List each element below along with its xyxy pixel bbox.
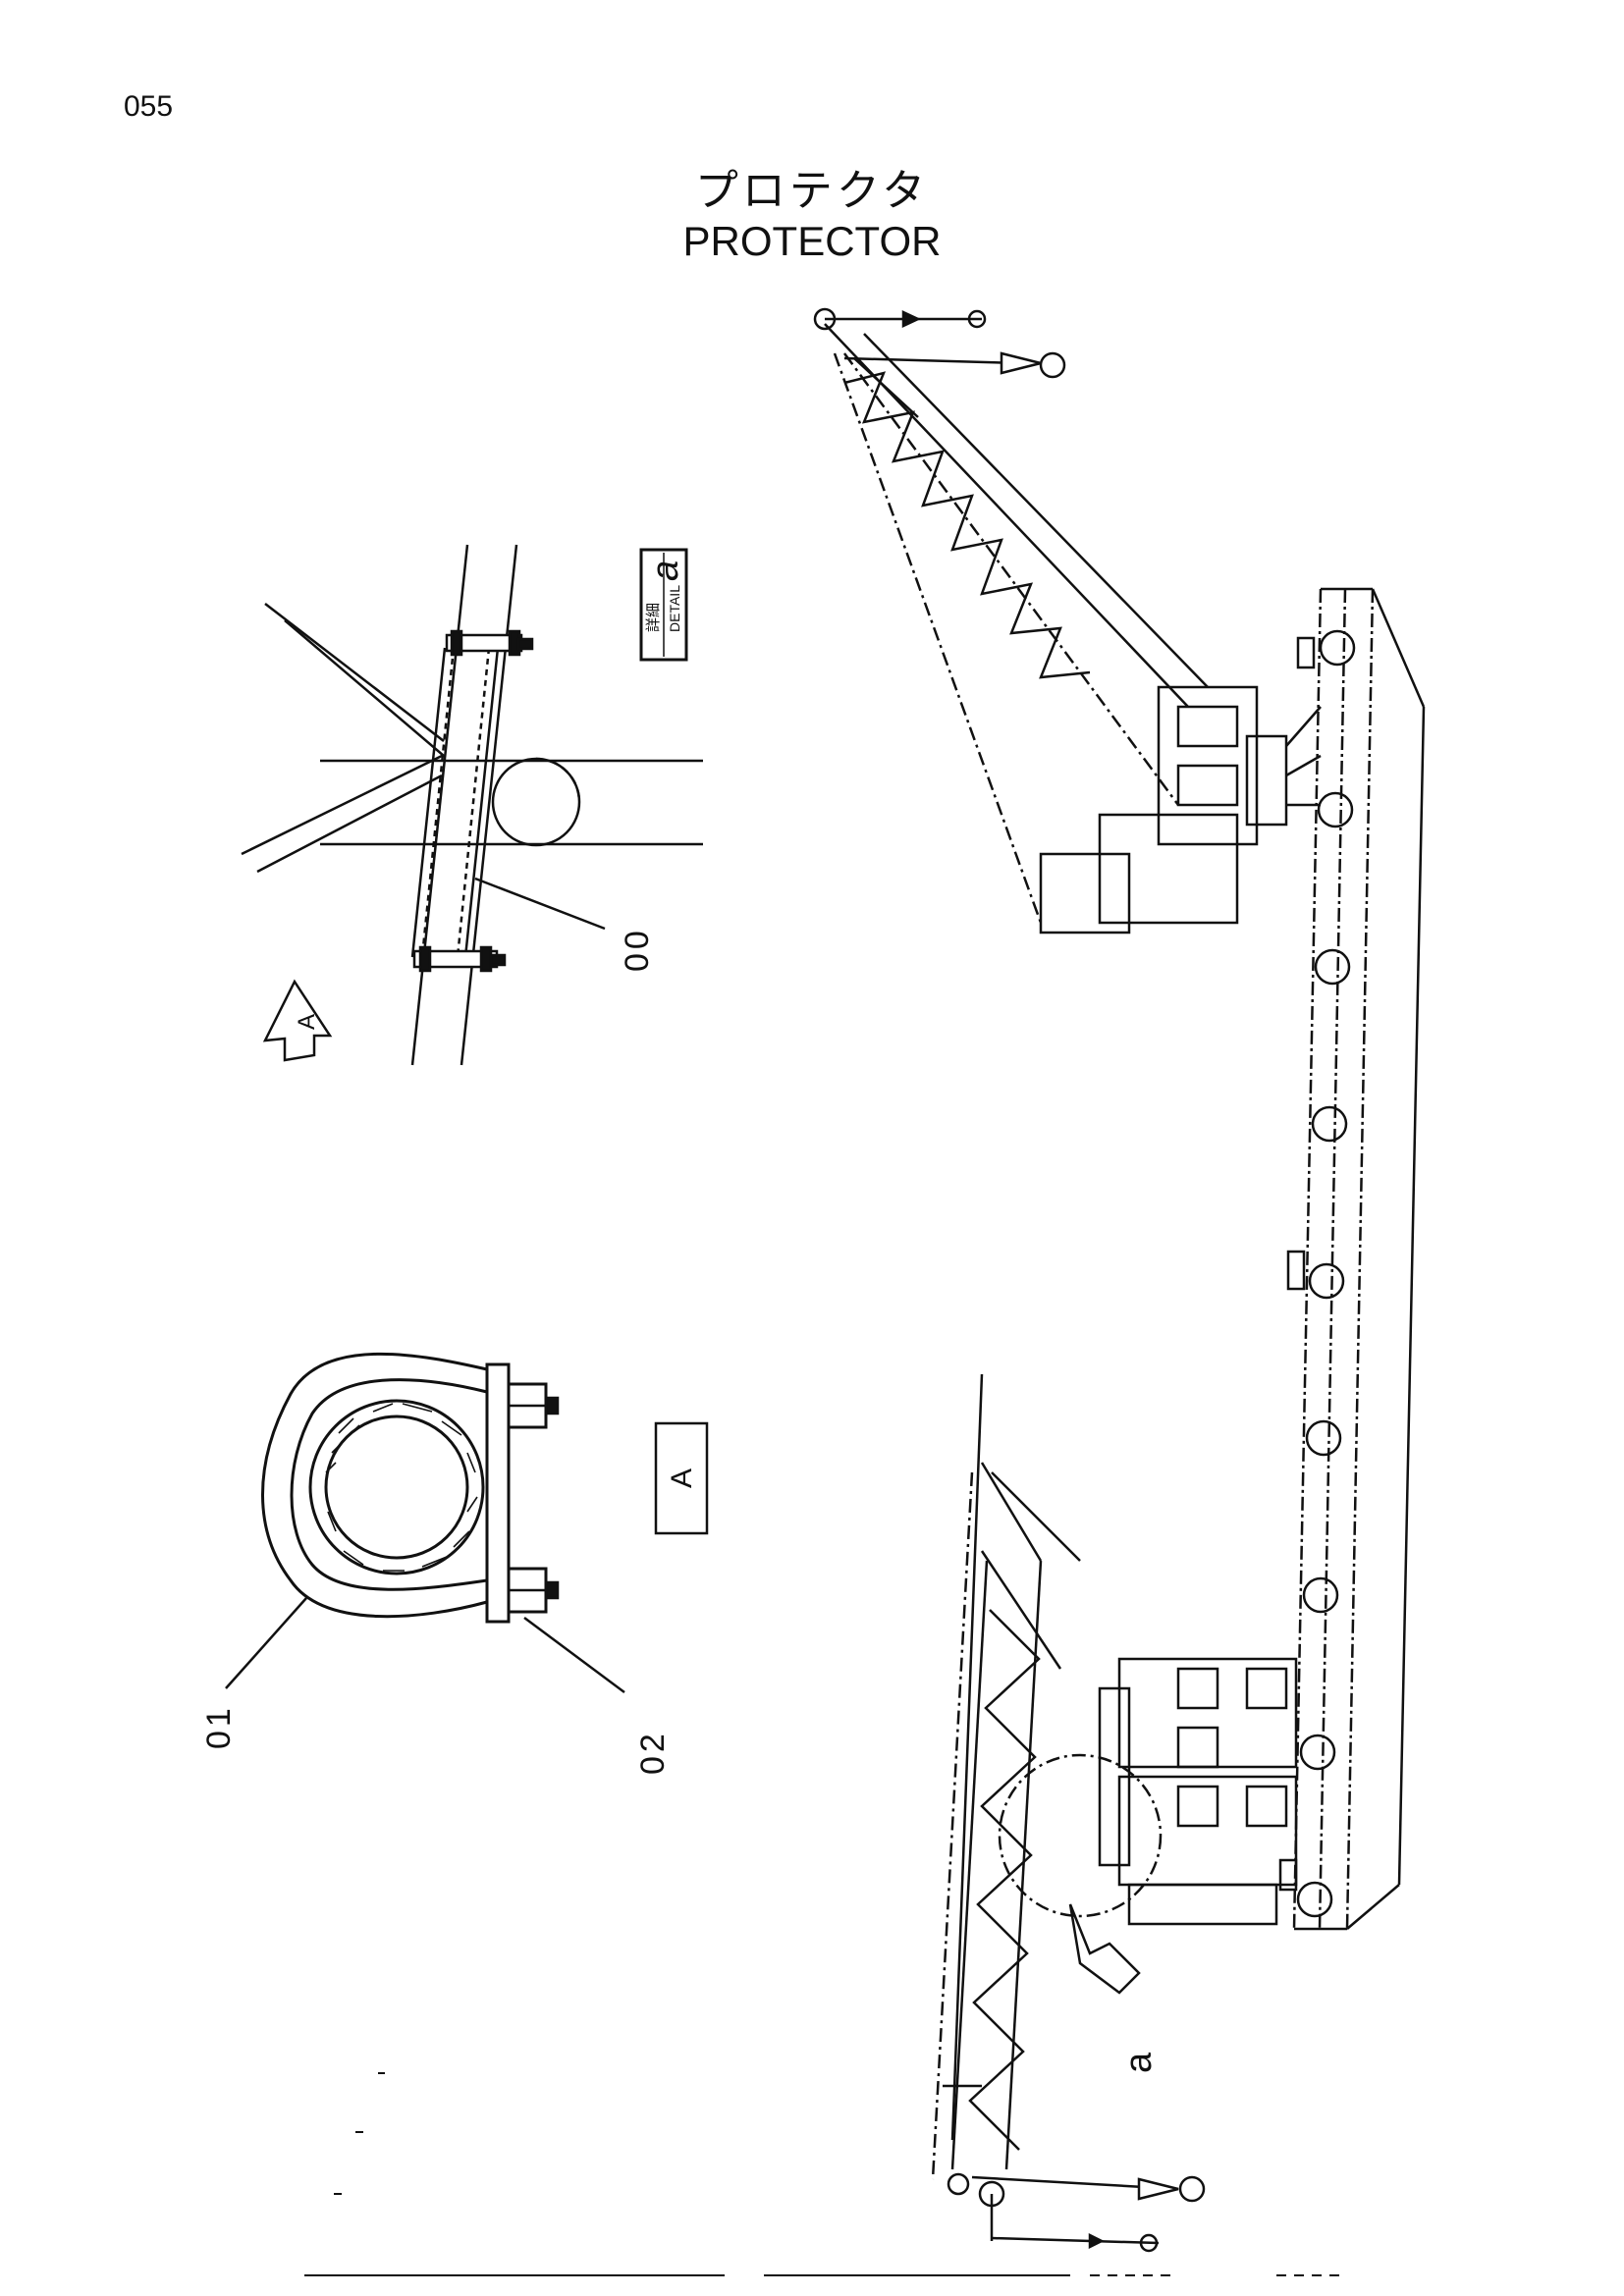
title-japanese: プロテクタ <box>694 166 930 216</box>
view-arrow-icon <box>262 979 333 1062</box>
page-number: 055 <box>124 90 174 123</box>
crane-barge <box>813 307 1426 2253</box>
detail-tag-word: DETAIL <box>667 585 682 632</box>
view-a-tag <box>654 1421 709 1535</box>
view-a-section <box>225 1352 625 1694</box>
upper-crane <box>813 307 1322 934</box>
part-number-00: 00 <box>619 927 656 972</box>
detail-tag-letter: a <box>645 561 686 581</box>
detail-a-view <box>241 544 703 1066</box>
view-arrow-letter: A <box>294 1014 320 1030</box>
stray-marks <box>334 2072 385 2195</box>
lower-crane <box>931 1373 1298 2253</box>
title-english: PROTECTOR <box>682 218 942 264</box>
detail-tag-kanji: 詳細 <box>645 603 662 632</box>
nut-part-02 <box>507 1382 560 1614</box>
view-a-tag-letter: A <box>666 1468 698 1488</box>
part-number-01: 01 <box>200 1704 238 1749</box>
detail-tag <box>639 548 688 662</box>
detail-callout-letter: a <box>1118 2052 1160 2073</box>
protector-part-00 <box>410 629 534 973</box>
part-number-02: 02 <box>634 1730 672 1775</box>
